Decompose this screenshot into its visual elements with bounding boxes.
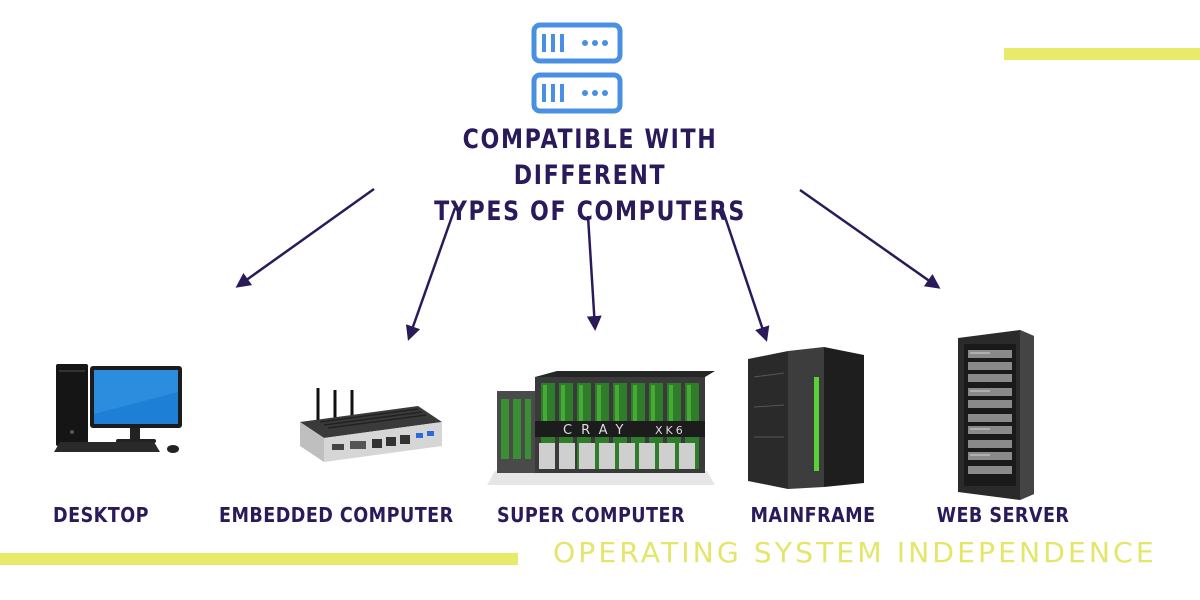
title-line-1: COMPATIBLE WITH DIFFERENT	[462, 124, 718, 191]
label-desktop: DESKTOP	[53, 503, 149, 527]
accent-line-top-right	[1004, 48, 1200, 60]
super-computer-illustration: CRAY XK6	[487, 371, 715, 485]
label-mainframe: MAINFRAME	[750, 503, 876, 527]
arrow-to-mainframe	[720, 207, 770, 342]
label-web-server: WEB SERVER	[936, 503, 1070, 527]
label-embedded-computer: EMBEDDED COMPUTER	[219, 503, 454, 527]
embedded-computer-illustration	[300, 388, 442, 462]
accent-line-bottom-left	[0, 553, 518, 565]
arrow-to-webserver	[799, 188, 941, 289]
cray-logo-text: CRAY	[563, 423, 632, 438]
web-server-illustration	[958, 330, 1034, 500]
server-stack-icon	[531, 22, 623, 114]
desktop-illustration	[54, 364, 182, 453]
mainframe-illustration	[748, 347, 864, 489]
label-super-computer: SUPER COMPUTER	[497, 503, 685, 527]
arrow-to-embedded	[405, 207, 457, 341]
arrow-to-super	[586, 215, 602, 331]
footer-tagline: OPERATING SYSTEM INDEPENDENCE	[553, 536, 1157, 569]
arrow-to-desktop	[235, 187, 375, 288]
xk6-logo-text: XK6	[655, 424, 686, 437]
diagram-title: COMPATIBLE WITH DIFFERENT TYPES OF COMPU…	[385, 122, 795, 230]
